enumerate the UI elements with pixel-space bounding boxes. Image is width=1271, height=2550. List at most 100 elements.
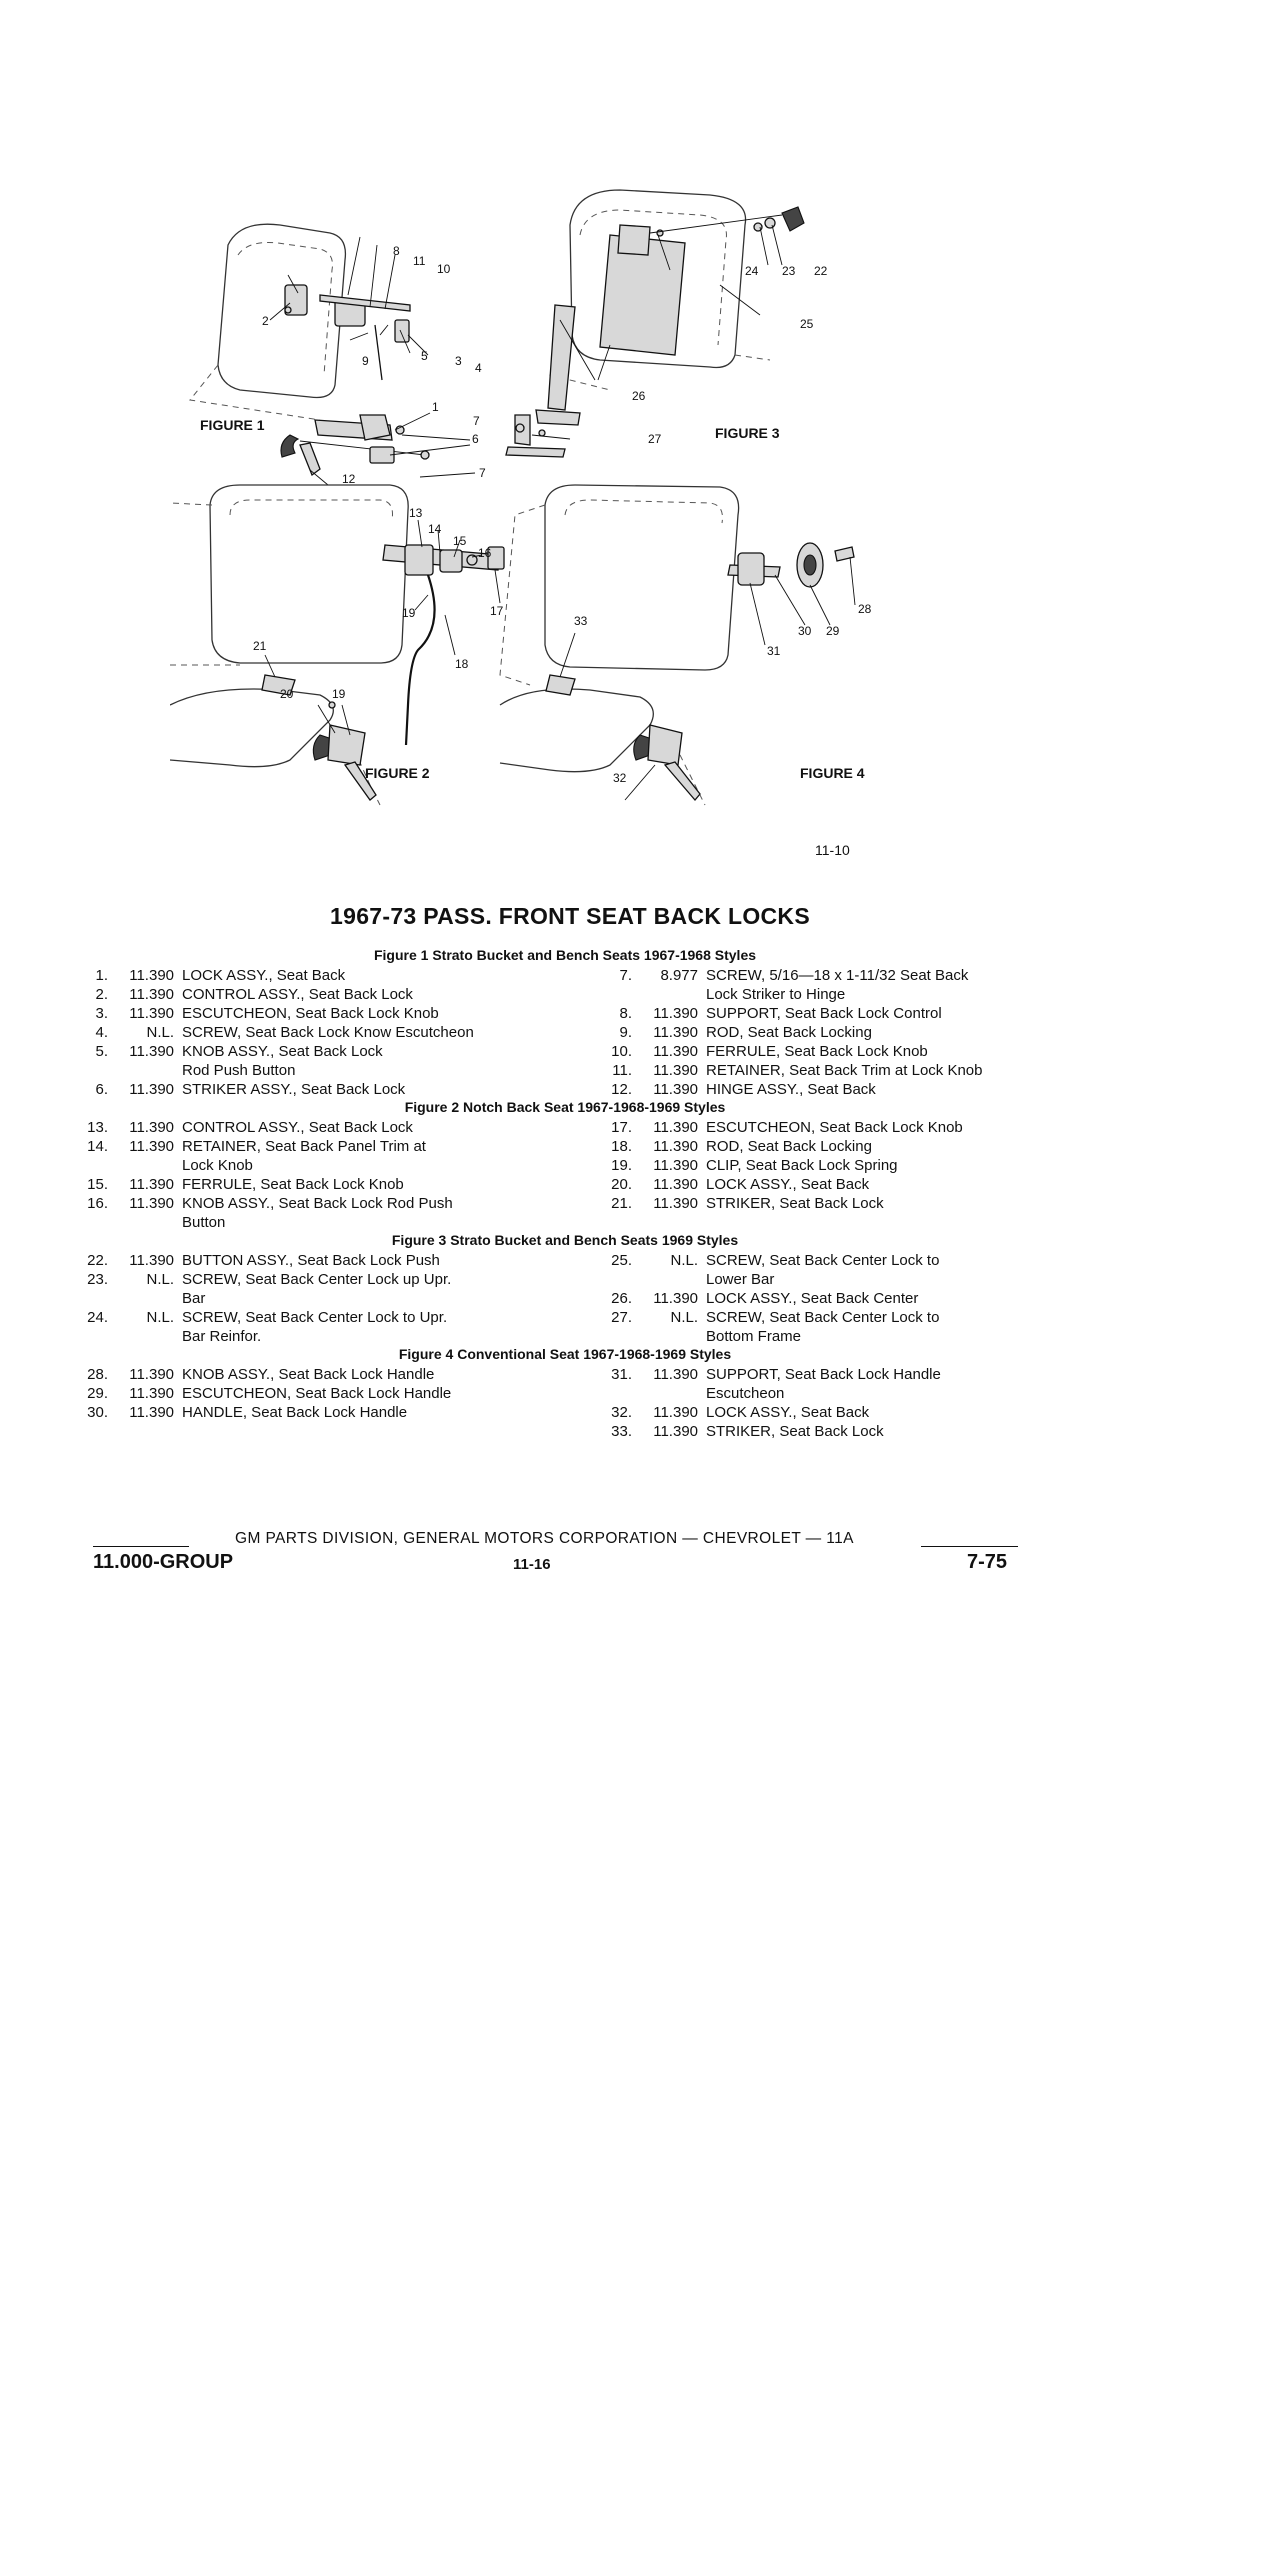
part-group-number: 11.390 [129,1119,174,1136]
part-description: FERRULE, Seat Back Lock Knob [182,1176,404,1193]
part-item-number: 11. [612,1062,632,1079]
callout-7b: 7 [479,466,486,480]
callout-2: 2 [262,314,269,328]
part-description: Lock Knob [182,1157,253,1174]
part-item-number: 22. [87,1252,108,1269]
part-item-number: 19. [611,1157,632,1174]
callout-28: 28 [858,602,872,616]
part-item-number: 23. [87,1271,108,1288]
callout-25: 25 [800,317,814,331]
part-item-number: 17. [611,1119,632,1136]
part-group-number: 11.390 [129,1366,174,1383]
part-item-number: 16. [87,1195,108,1212]
part-description: LOCK ASSY., Seat Back [182,967,346,984]
callout-5: 5 [421,349,428,363]
part-group-number [108,1061,174,1080]
part-description: STRIKER, Seat Back Lock [706,1195,884,1212]
callout-16: 16 [478,546,492,560]
callout-31: 31 [767,644,781,658]
part-row: 25.N.L.SCREW, Seat Back Center Lock to [584,1251,1044,1270]
part-description: ESCUTCHEON, Seat Back Lock Handle [182,1385,452,1402]
part-description: HANDLE, Seat Back Lock Handle [182,1404,408,1421]
callout-23: 23 [782,264,796,278]
callout-17: 17 [490,604,504,618]
figure-4-label: FIGURE 4 [800,765,865,781]
callout-1: 1 [432,400,439,414]
part-description: SCREW, Seat Back Center Lock to [706,1309,940,1326]
part-row: Lock Striker to Hinge [584,985,1044,1004]
part-row: Bottom Frame [584,1327,1044,1346]
part-group-number: 11.390 [653,1157,698,1174]
footer-rule-left [93,1546,189,1547]
part-group-number: 11.390 [653,1366,698,1383]
part-item-number: 25. [611,1252,632,1269]
part-group-number: 11.390 [129,1404,174,1421]
part-description: SUPPORT, Seat Back Lock Handle [706,1366,941,1383]
part-group-number: N.L. [146,1024,174,1041]
part-group-number: 11.390 [653,1081,698,1098]
part-group-number: 11.390 [129,1081,174,1098]
part-group-number: 11.390 [129,986,174,1003]
callout-26: 26 [632,389,646,403]
part-item-number: 20. [611,1176,632,1193]
part-item-number [60,1327,108,1346]
section-heading: Figure 1 Strato Bucket and Bench Seats 1… [373,947,757,963]
part-group-number: 8.977 [660,967,698,984]
part-description: RETAINER, Seat Back Trim at Lock Knob [706,1062,983,1079]
figure-2-drawing [170,484,505,806]
footer-page-code: 11-16 [513,1556,551,1573]
part-item-number [60,1213,108,1232]
callout-18: 18 [455,657,469,671]
callout-22: 22 [814,264,828,278]
part-description: CLIP, Seat Back Lock Spring [706,1157,898,1174]
part-row: Rod Push Button [60,1061,560,1080]
part-item-number: 8. [619,1005,632,1022]
part-item-number: 29. [87,1385,108,1402]
part-description: Escutcheon [706,1385,785,1402]
part-description: KNOB ASSY., Seat Back Lock Rod Push [182,1195,453,1212]
callout-29: 29 [826,624,840,638]
part-description: Rod Push Button [182,1062,296,1079]
part-row: Escutcheon [584,1384,1044,1403]
part-group-number: 11.390 [653,1062,698,1079]
part-item-number: 28. [87,1366,108,1383]
callout-14: 14 [428,522,442,536]
part-description: SUPPORT, Seat Back Lock Control [706,1005,942,1022]
illustration-number: 11-10 [815,842,850,858]
part-group-number: 11.390 [653,1119,698,1136]
part-group-number: N.L. [670,1252,698,1269]
part-group-number [108,1327,174,1346]
part-row: Lock Knob [60,1156,560,1175]
part-group-number [108,1213,174,1232]
part-item-number: 15. [87,1176,108,1193]
part-item-number [584,1384,632,1403]
callout-19a: 19 [332,687,346,701]
section-heading: Figure 2 Notch Back Seat 1967-1968-1969 … [404,1099,726,1115]
part-description: FERRULE, Seat Back Lock Knob [706,1043,928,1060]
part-description: Bottom Frame [706,1328,802,1345]
callout-4: 4 [475,361,482,375]
callout-32: 32 [613,771,627,785]
callout-12: 12 [342,472,356,486]
part-group-number: 11.390 [653,1404,698,1421]
part-group-number: 11.390 [129,1176,174,1193]
part-item-number [584,1270,632,1289]
figure-3-label: FIGURE 3 [715,425,780,441]
part-item-number: 7. [619,967,632,984]
part-description: ROD, Seat Back Locking [706,1024,872,1041]
